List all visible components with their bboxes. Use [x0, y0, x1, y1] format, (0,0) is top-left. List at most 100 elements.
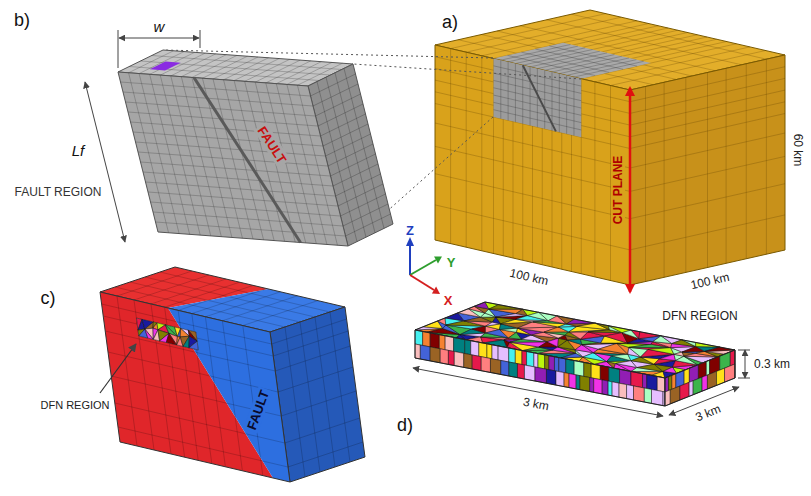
- fracture-cell: [665, 377, 669, 392]
- mesh-line: [537, 53, 607, 69]
- extension-line: [738, 350, 750, 351]
- mesh-line: [330, 312, 350, 462]
- mesh-line: [481, 56, 482, 251]
- fracture-cell: [538, 354, 545, 369]
- mesh-line: [151, 279, 226, 304]
- dimension-line: [119, 38, 199, 39]
- fracture-cell: [584, 362, 591, 377]
- mesh-line: [664, 82, 665, 277]
- mesh-line: [318, 104, 363, 126]
- fracture-cell: [490, 358, 500, 374]
- mesh-line: [685, 77, 686, 272]
- axis-label: Y: [445, 255, 458, 270]
- fracture-cell: [564, 373, 569, 388]
- mesh-line: [450, 49, 451, 244]
- mesh-line: [523, 49, 593, 65]
- fracture-cell: [556, 371, 564, 387]
- dimension-line: [745, 350, 746, 378]
- axis-label: Z: [404, 223, 416, 238]
- mesh-line: [331, 154, 376, 176]
- fracture-cell: [471, 341, 479, 357]
- fracture-cell: [415, 344, 420, 359]
- mesh-line: [178, 310, 198, 460]
- mesh-line: [152, 56, 342, 70]
- fracture-cell: [465, 340, 471, 355]
- extension-line: [118, 30, 119, 68]
- mesh-line: [515, 48, 585, 64]
- fracture-cell: [430, 347, 440, 363]
- mesh-line: [630, 90, 785, 125]
- fracture-cell: [672, 374, 676, 390]
- fracture-cell: [657, 377, 665, 392]
- mesh-line: [630, 184, 785, 219]
- mesh-line: [508, 46, 578, 62]
- mesh-line: [549, 46, 637, 66]
- fracture-cell: [600, 366, 609, 382]
- fracture-cell: [580, 376, 590, 392]
- fracture-cell: [524, 365, 535, 381]
- mesh-line: [117, 271, 192, 296]
- mesh-line: [108, 352, 278, 392]
- mesh-line: [435, 123, 630, 168]
- mesh-line: [272, 319, 347, 344]
- mesh-line: [435, 146, 630, 191]
- fracture-cell: [188, 339, 199, 350]
- mesh-line: [766, 59, 767, 254]
- mesh-line: [435, 205, 630, 250]
- mesh-line: [567, 60, 637, 76]
- fracture-cell: [620, 369, 631, 385]
- mesh-line: [559, 58, 629, 74]
- fracture-cell: [464, 353, 472, 369]
- domain-box: [435, 10, 785, 294]
- fracture-cell: [670, 386, 680, 404]
- dimension-label: Lf: [70, 142, 87, 159]
- mesh-line: [285, 418, 360, 443]
- fracture-cell: [730, 350, 735, 366]
- fracture-cell: [669, 375, 672, 390]
- fracture-cell: [631, 371, 643, 387]
- fracture-cell: [594, 378, 602, 394]
- fracture-cell: [689, 381, 693, 397]
- mesh-line: [315, 317, 335, 467]
- box-right-face: [630, 55, 785, 285]
- dimension-label: 100 km: [687, 269, 732, 292]
- fracture-cell: [545, 355, 549, 370]
- fracture-cell: [574, 361, 584, 377]
- fracture-cell: [522, 351, 527, 366]
- mesh-line: [118, 427, 288, 467]
- fracture-cell: [554, 357, 558, 372]
- fault-trace: [523, 65, 556, 131]
- mesh-line: [645, 87, 646, 282]
- axis-label: X: [442, 293, 455, 308]
- extension-line: [200, 30, 201, 48]
- mesh-line: [311, 74, 356, 96]
- fracture-cell: [602, 380, 608, 395]
- fracture-cell: [619, 383, 627, 398]
- fracture-cell: [566, 359, 574, 375]
- mesh-line: [300, 322, 320, 472]
- axis-triad: [406, 237, 442, 294]
- fracture-cell: [501, 360, 509, 376]
- fault-inset: [494, 59, 582, 138]
- mesh-line: [338, 184, 383, 206]
- mesh-line: [630, 67, 785, 102]
- fracture-cell: [549, 356, 555, 371]
- mesh-line: [313, 84, 358, 106]
- fracture-cell: [165, 332, 177, 344]
- mesh-line: [341, 194, 386, 216]
- dfn-patch: [136, 318, 198, 350]
- fracture-cell: [145, 329, 154, 339]
- fracture-cell: [487, 344, 492, 359]
- dimension-label: 3 km: [520, 394, 552, 413]
- mesh-line: [281, 391, 356, 416]
- mesh-line: [321, 114, 366, 136]
- mesh-line: [323, 124, 368, 146]
- fracture-cell: [515, 349, 522, 364]
- fracture-cell: [448, 350, 454, 365]
- fracture-cell: [492, 345, 498, 360]
- fracture-cell: [665, 390, 670, 406]
- dimension-label: 100 km: [506, 265, 551, 288]
- mesh-line: [117, 296, 137, 446]
- region-label: DFN REGION: [38, 399, 111, 412]
- fracture-cell: [591, 364, 600, 380]
